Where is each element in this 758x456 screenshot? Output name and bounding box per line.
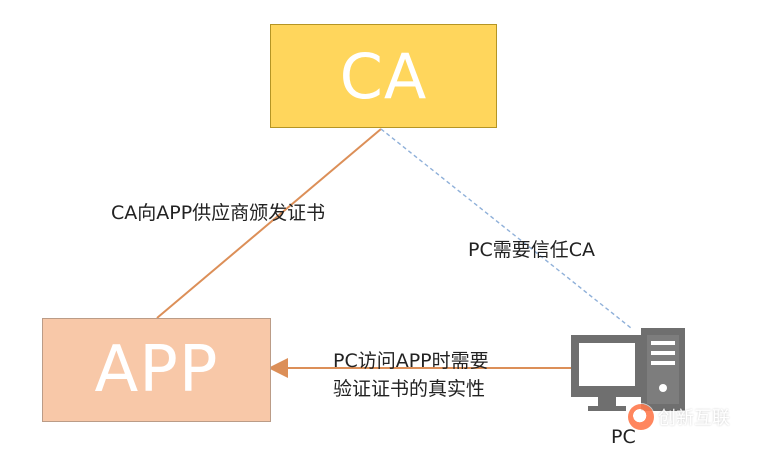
pc-computer-icon bbox=[571, 327, 687, 427]
pc-access-app-label-line-2: 验证证书的真实性 bbox=[333, 378, 486, 400]
ca-to-app-label: CA向APP供应商颁发证书 bbox=[111, 202, 326, 224]
pc-trust-ca-label: PC需要信任CA bbox=[468, 239, 595, 261]
pc-access-app-label: PC访问APP时需要 验证证书的真实性 bbox=[333, 347, 553, 403]
pc-tower-line-3 bbox=[651, 361, 675, 365]
watermark-text: 创新互联 bbox=[658, 408, 730, 429]
ca-to-app-line bbox=[156, 128, 382, 319]
ca-node: CA bbox=[270, 24, 497, 128]
pc-trust-ca-dashed-line bbox=[380, 128, 632, 329]
pc-tower-line-2 bbox=[651, 351, 675, 355]
watermark-logo-icon bbox=[628, 404, 654, 430]
pc-monitor-neck bbox=[598, 397, 616, 406]
pc-tower-line-1 bbox=[651, 341, 675, 345]
app-node: APP bbox=[42, 318, 271, 422]
pc-access-app-label-line-1: PC访问APP时需要 bbox=[333, 350, 489, 372]
site-watermark: 创新互联 bbox=[628, 404, 730, 430]
pc-power-button bbox=[659, 384, 667, 392]
pc-node-label: PC bbox=[611, 426, 636, 448]
pc-tower-panel bbox=[647, 335, 679, 404]
pc-icon-svg bbox=[571, 328, 685, 411]
pc-monitor-base bbox=[588, 406, 626, 411]
pc-screen bbox=[579, 343, 635, 386]
